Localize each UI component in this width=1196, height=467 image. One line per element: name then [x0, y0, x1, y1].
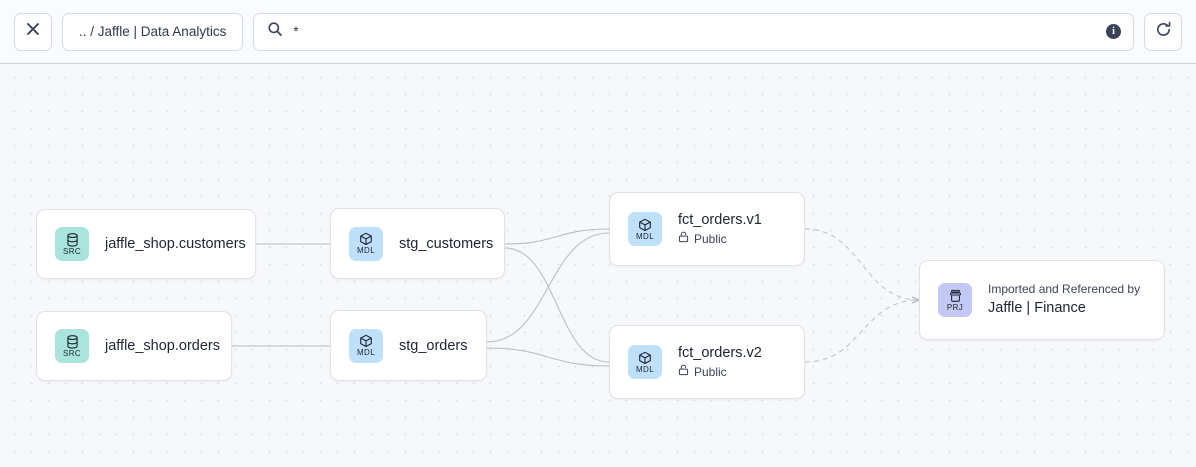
- cube-icon: [359, 232, 373, 246]
- node-title: jaffle_shop.customers: [105, 236, 246, 252]
- node-fct-orders-v1[interactable]: MDL fct_orders.v1 Public: [609, 192, 805, 266]
- node-title: stg_orders: [399, 337, 468, 354]
- node-subtitle-row: Public: [678, 231, 762, 247]
- node-subtitle-row: Public: [678, 364, 762, 380]
- badge-label: SRC: [62, 348, 82, 358]
- edge-fctv2-project: [804, 300, 919, 363]
- node-overline: Imported and Referenced by: [988, 282, 1141, 296]
- node-text: stg_orders: [399, 337, 468, 355]
- breadcrumb-label: .. / Jaffle | Data Analytics: [79, 24, 227, 39]
- badge-src: SRC: [55, 227, 89, 261]
- node-jaffle-finance-project[interactable]: PRJ Imported and Referenced by Jaffle | …: [919, 260, 1165, 340]
- node-title: fct_orders.v2: [678, 345, 762, 361]
- node-fct-orders-v2[interactable]: MDL fct_orders.v2 Public: [609, 325, 805, 399]
- node-text: jaffle_shop.customers: [105, 235, 246, 253]
- node-jaffle-shop-orders[interactable]: SRC jaffle_shop.orders: [36, 311, 232, 381]
- badge-label: MDL: [635, 231, 655, 241]
- cube-icon: [638, 218, 652, 232]
- node-text: fct_orders.v2 Public: [678, 344, 762, 380]
- cube-icon: [359, 334, 373, 348]
- badge-label: PRJ: [946, 302, 964, 312]
- search-box[interactable]: i: [253, 12, 1134, 51]
- node-stg-orders[interactable]: MDL stg_orders: [330, 310, 487, 381]
- refresh-icon: [1155, 21, 1172, 43]
- edge-layer: [231, 228, 1196, 367]
- badge-prj: PRJ: [938, 283, 972, 317]
- search-input[interactable]: [293, 24, 1096, 39]
- close-icon: [26, 22, 40, 41]
- badge-label: MDL: [356, 348, 376, 357]
- edge-stgcustomers-fctv1: [504, 228, 610, 245]
- badge-src: SRC: [55, 329, 89, 363]
- lock-icon: [678, 231, 689, 247]
- project-icon: [949, 289, 962, 303]
- badge-mdl: MDL: [628, 345, 662, 379]
- badge-label: SRC: [62, 246, 82, 256]
- node-visibility-label: Public: [694, 364, 727, 379]
- node-text: stg_customers: [399, 235, 494, 253]
- toolbar: .. / Jaffle | Data Analytics i: [0, 0, 1196, 64]
- node-title: stg_customers: [399, 235, 494, 252]
- badge-mdl: MDL: [349, 328, 383, 363]
- badge-mdl: MDL: [349, 226, 383, 261]
- node-text: fct_orders.v1 Public: [678, 211, 762, 247]
- badge-mdl: MDL: [628, 212, 662, 246]
- badge-label: MDL: [635, 364, 655, 374]
- close-button[interactable]: [14, 12, 52, 51]
- node-visibility-label: Public: [694, 231, 727, 246]
- edge-stgcustomers-fctv2: [504, 247, 610, 363]
- refresh-button[interactable]: [1144, 12, 1182, 51]
- graph-canvas[interactable]: SRC jaffle_shop.customers SRC jaffle_sh: [0, 64, 1196, 467]
- badge-label: MDL: [356, 246, 376, 255]
- node-jaffle-shop-customers[interactable]: SRC jaffle_shop.customers: [36, 209, 256, 279]
- database-icon: [66, 232, 79, 247]
- edge-stgorders-fctv1: [486, 232, 610, 343]
- node-stg-customers[interactable]: MDL stg_customers: [330, 208, 505, 279]
- node-title: jaffle_shop.orders: [105, 338, 221, 354]
- search-icon: [267, 21, 283, 42]
- edge-fctv1-project: [804, 228, 919, 300]
- cube-icon: [638, 351, 652, 365]
- breadcrumb[interactable]: .. / Jaffle | Data Analytics: [62, 12, 244, 51]
- info-icon-label: i: [1112, 26, 1115, 37]
- node-title: fct_orders.v1: [678, 212, 762, 228]
- node-text: jaffle_shop.orders: [105, 337, 221, 355]
- node-title: Jaffle | Finance: [988, 300, 1086, 316]
- edge-stgorders-fctv2: [486, 347, 610, 367]
- lock-icon: [678, 364, 689, 380]
- node-text: Imported and Referenced by Jaffle | Fina…: [988, 282, 1140, 318]
- info-icon[interactable]: i: [1106, 24, 1121, 39]
- database-icon: [66, 334, 79, 349]
